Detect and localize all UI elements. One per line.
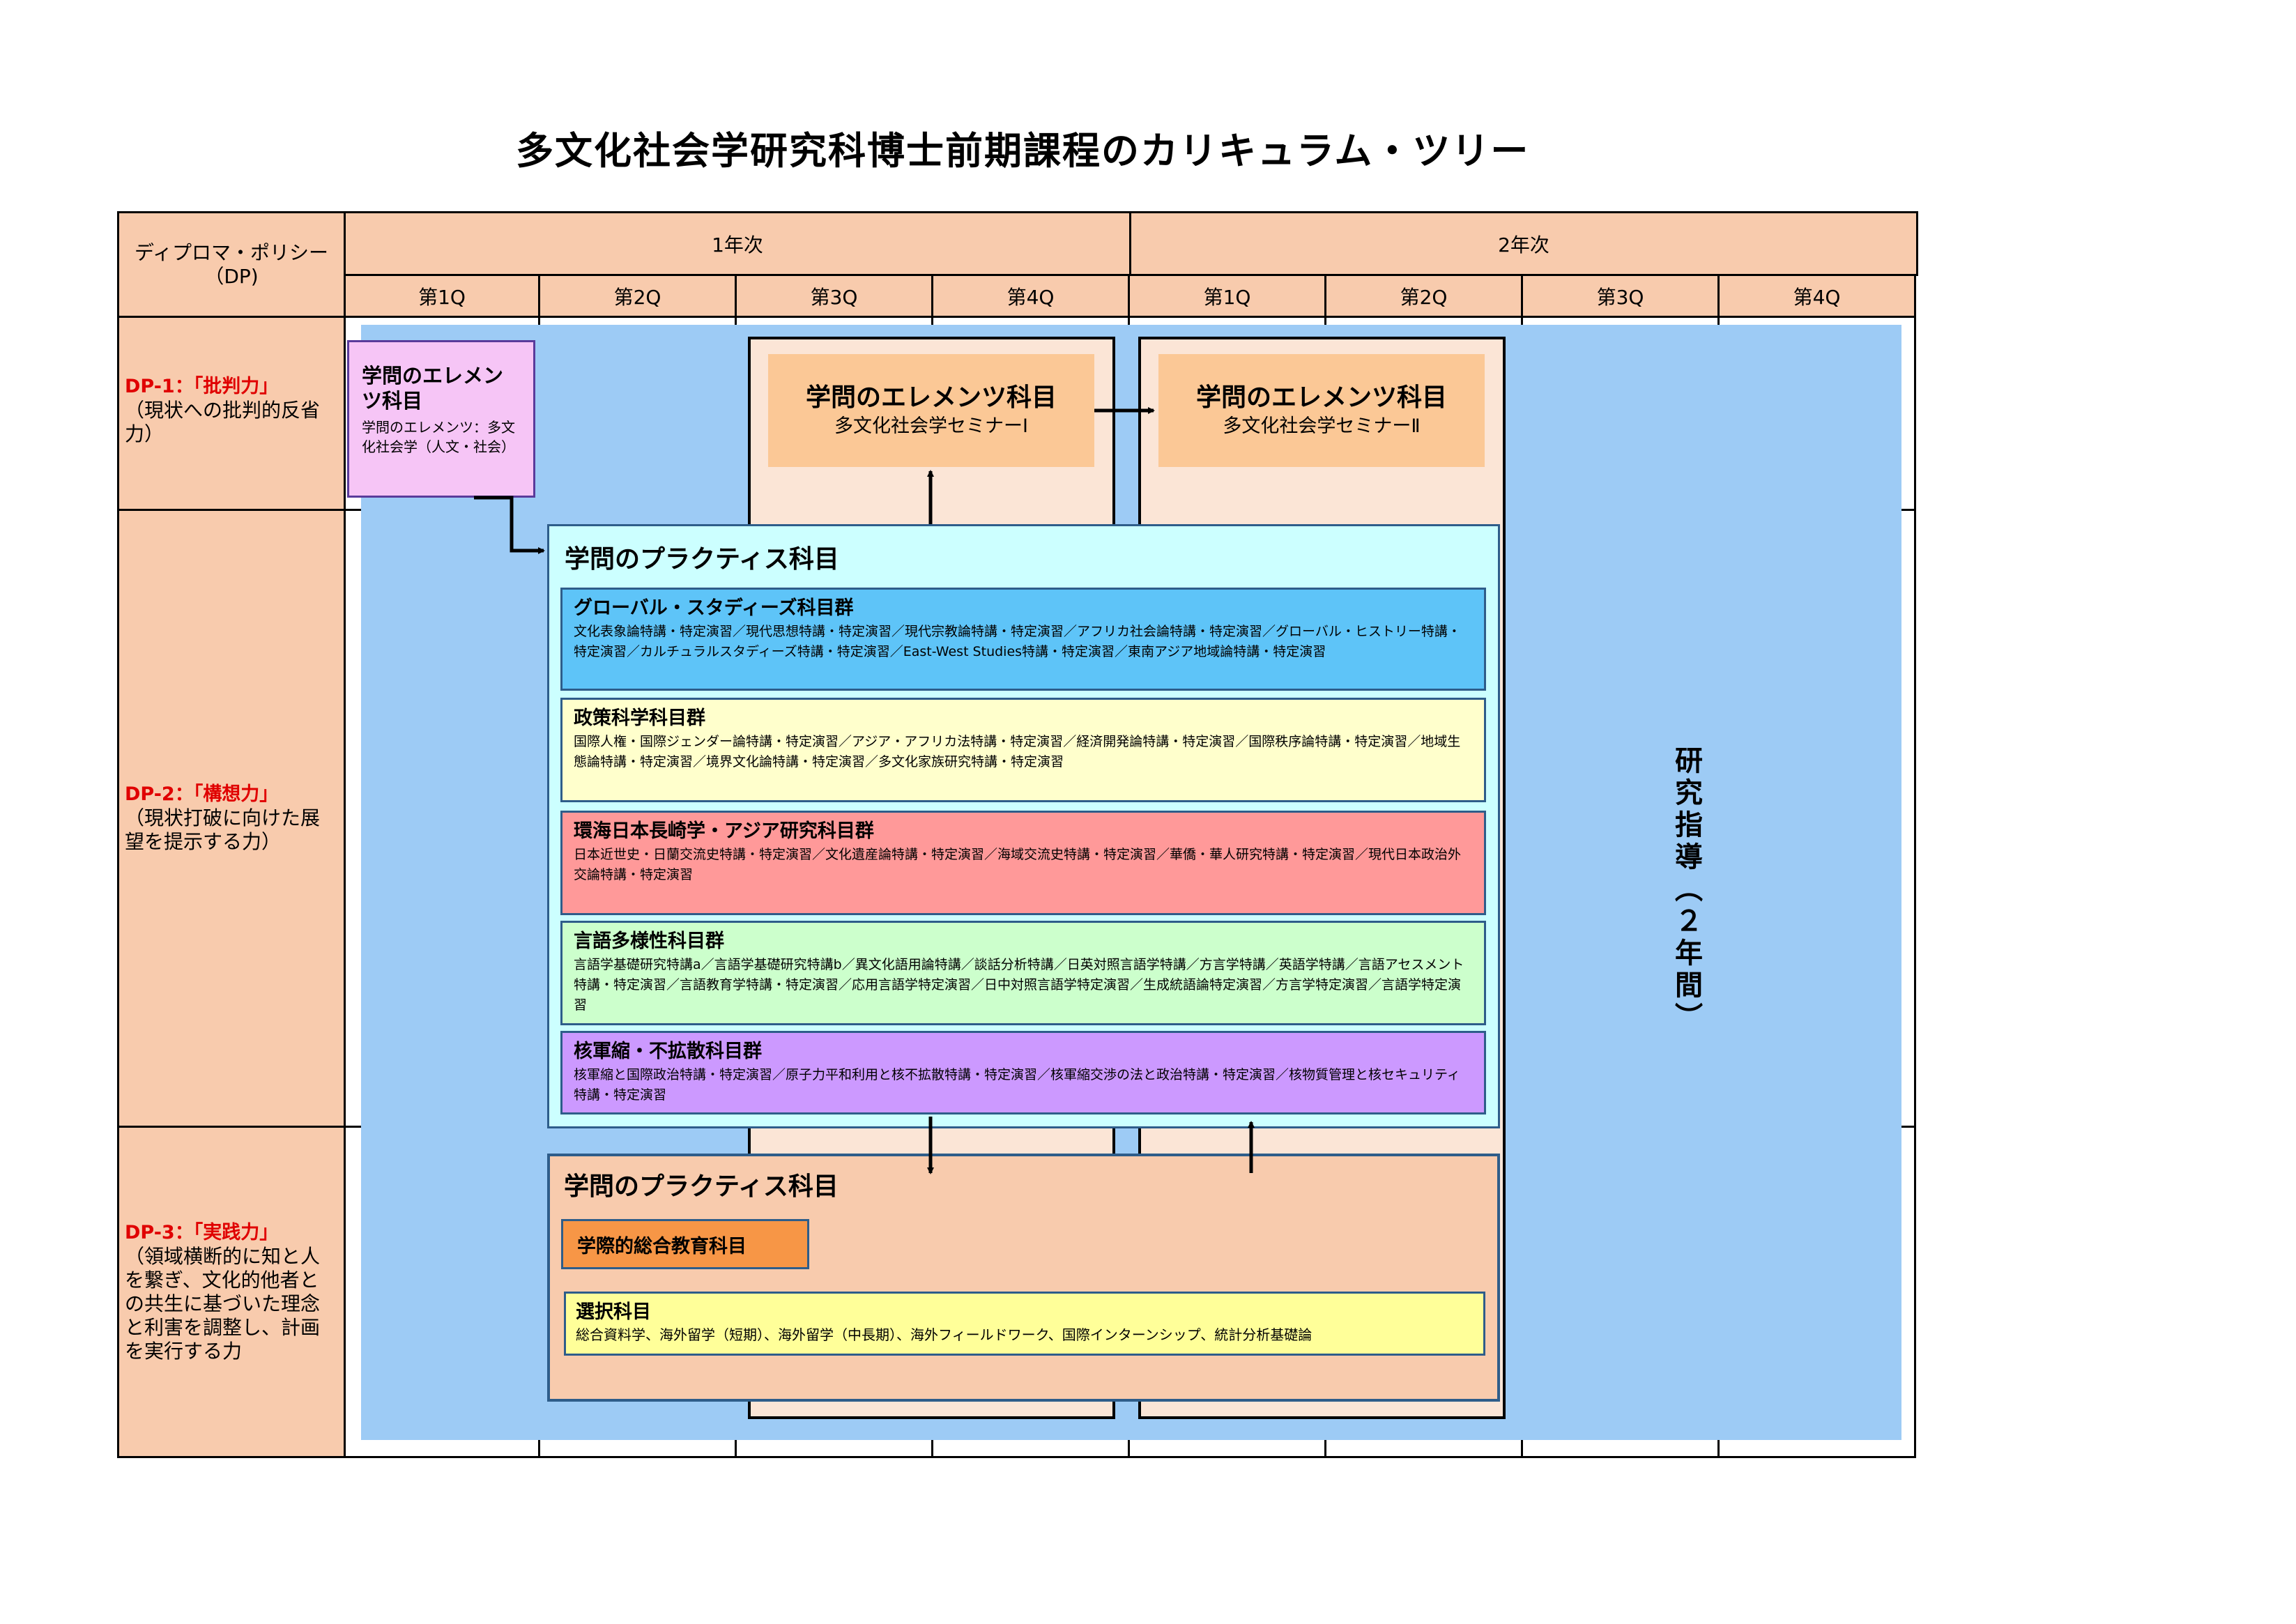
group-global-title: グローバル・スタディーズ科目群 [574,597,854,619]
dp1-desc: （現状への批判的反省力） [125,399,321,445]
group-nuclear-disarmament: 核軍縮・不拡散科目群 核軍縮と国際政治特講・特定演習／原子力平和利用と核不拡散特… [560,1031,1486,1114]
elective-desc: 総合資料学、海外留学（短期）、海外留学（中長期）、海外フィールドワーク、国際イン… [576,1326,1312,1343]
arrow-elements-to-practice [474,496,545,554]
dp3-cell: DP-3：「実践力」 （領域横断的に知と人を繋ぎ、文化的他者との共生に基づいた理… [117,1126,346,1458]
dp2-cell: DP-2：「構想力」 （現状打破に向けた展望を提示する力） [117,509,346,1128]
practice2-title: 学問のプラクティス科目 [564,1172,839,1201]
page-title: 多文化社会学研究科博士前期課程のカリキュラム・ツリー [516,129,1530,173]
dp-header-label: ディプロマ・ポリシー（DP) [134,240,329,288]
group-policy-desc: 国際人権・国際ジェンダー論特講・特定演習／アジア・アフリカ法特講・特定演習／経済… [574,734,1461,769]
seminar1-box: 学問のエレメンツ科目 多文化社会学セミナーⅠ [768,354,1094,467]
group-nuclear-title: 核軍縮・不拡散科目群 [574,1041,762,1062]
group-policy-science: 政策科学科目群 国際人権・国際ジェンダー論特講・特定演習／アジア・アフリカ法特講… [560,698,1486,802]
seminar2-box: 学問のエレメンツ科目 多文化社会学セミナーⅡ [1158,354,1485,467]
group-language-diversity: 言語多様性科目群 言語学基礎研究特講a／言語学基礎研究特講b／異文化語用論特講／… [560,921,1486,1025]
quarter-header: 第3Q [735,274,933,318]
elective-title: 選択科目 [576,1301,651,1323]
group-nagasaki-desc: 日本近世史・日蘭交流史特講・特定演習／文化遺産論特講・特定演習／海域交流史特講・… [574,847,1462,882]
practice-title: 学問のプラクティス科目 [565,545,839,574]
dp-header: ディプロマ・ポリシー（DP) [117,211,346,318]
seminar2-sub: 多文化社会学セミナーⅡ [1223,415,1421,437]
group-nuclear-desc: 核軍縮と国際政治特講・特定演習／原子力平和利用と核不拡散特講・特定演習／核軍縮交… [574,1067,1460,1103]
group-nagasaki-title: 環海日本長崎学・アジア研究科目群 [574,820,874,842]
seminar1-title: 学問のエレメンツ科目 [805,383,1057,412]
group-policy-title: 政策科学科目群 [574,707,705,729]
dp3-desc: （領域横断的に知と人を繋ぎ、文化的他者との共生に基づいた理念と利害を調整し、計画… [125,1244,321,1363]
dp2-desc: （現状打破に向けた展望を提示する力） [125,806,321,853]
group-global-desc: 文化表象論特講・特定演習／現代思想特講・特定演習／現代宗教論特講・特定演習／アフ… [574,624,1461,659]
seminar2-title: 学問のエレメンツ科目 [1195,383,1447,412]
year1-header: 1年次 [344,211,1131,276]
group-global-studies: グローバル・スタディーズ科目群 文化表象論特講・特定演習／現代思想特講・特定演習… [560,588,1486,691]
group-language-title: 言語多様性科目群 [574,930,724,952]
research-guidance: 研究指導（２年間） [1670,746,1702,1034]
elective-box: 選択科目 総合資料学、海外留学（短期）、海外留学（中長期）、海外フィールドワーク… [564,1292,1485,1356]
practice2-box: 学問のプラクティス科目 学際的総合教育科目 選択科目 総合資料学、海外留学（短期… [547,1154,1500,1402]
dp1-label: DP-1：「批判力」 [125,376,279,397]
elements-left-box: 学問のエレメンツ科目 学問のエレメンツ：多文化社会学（人文・社会） [347,340,535,498]
elements-left-sub: 学問のエレメンツ：多文化社会学（人文・社会） [362,419,515,455]
quarter-header: 第1Q [344,274,540,318]
group-nagasaki-asia: 環海日本長崎学・アジア研究科目群 日本近世史・日蘭交流史特講・特定演習／文化遺産… [560,811,1486,915]
practice-box: 学問のプラクティス科目 グローバル・スタディーズ科目群 文化表象論特講・特定演習… [547,524,1500,1128]
group-language-desc: 言語学基礎研究特講a／言語学基礎研究特講b／異文化語用論特講／談話分析特講／日英… [574,957,1464,1013]
seminar1-sub: 多文化社会学セミナーⅠ [834,415,1028,437]
dp3-label: DP-3：「実践力」 [125,1221,279,1243]
quarter-header: 第3Q [1521,274,1720,318]
dp2-label: DP-2：「構想力」 [125,783,279,805]
elements-left-title: 学問のエレメンツ科目 [362,364,504,413]
dp1-cell: DP-1：「批判力」 （現状への批判的反省力） [117,316,346,511]
interdisciplinary-box: 学際的総合教育科目 [561,1219,809,1269]
